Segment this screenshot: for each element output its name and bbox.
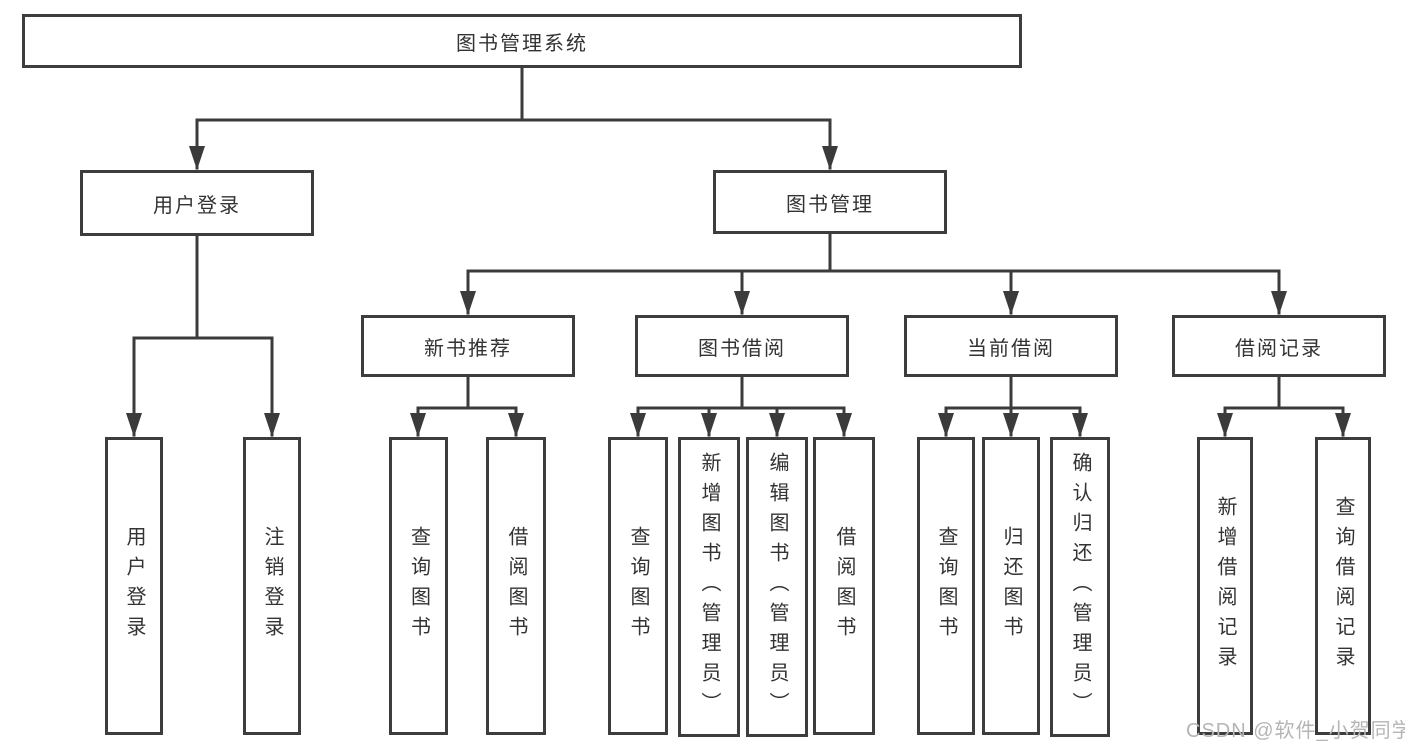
node-root: 图书管理系统 (22, 14, 1022, 68)
leaf-add-borrow-record: 新增借阅记录 (1197, 437, 1253, 735)
node-new-book-recommend: 新书推荐 (361, 315, 575, 377)
connector-mgmt-to-level3 (466, 269, 1281, 315)
leaf-borrow-book-label: 借阅图书 (833, 526, 855, 646)
node-new-book-recommend-label: 新书推荐 (424, 337, 512, 360)
leaf-query-book-current-label: 查询图书 (935, 526, 957, 646)
leaf-borrow-book-recommend: 借阅图书 (486, 437, 546, 735)
leaf-query-book-borrow-label: 查询图书 (627, 526, 649, 646)
leaf-query-book-current: 查询图书 (917, 437, 975, 735)
node-root-label: 图书管理系统 (456, 32, 588, 55)
arrowhead (822, 146, 838, 170)
leaf-query-borrow-record-label: 查询借阅记录 (1332, 496, 1354, 676)
leaf-add-book-admin-label: 新增图书（管理员） (698, 452, 720, 722)
leaf-query-book-borrow: 查询图书 (608, 437, 668, 735)
connector-recommend-to-leaves (416, 406, 518, 437)
csdn-watermark: CSDN @软件_小贺同学 (1186, 720, 1405, 742)
node-book-management: 图书管理 (713, 170, 947, 234)
arrowhead (769, 413, 785, 437)
leaf-edit-book-admin-label: 编辑图书（管理员） (766, 452, 788, 722)
leaf-confirm-return-admin: 确认归还（管理员） (1050, 437, 1110, 737)
arrowhead (734, 291, 750, 315)
arrowhead (1003, 413, 1019, 437)
leaf-user-login: 用户登录 (105, 437, 163, 735)
leaf-return-book-label: 归还图书 (1000, 526, 1022, 646)
node-user-login: 用户登录 (80, 170, 314, 236)
arrowhead (410, 413, 426, 437)
connector-login-to-leaves (132, 336, 274, 437)
arrowhead (264, 413, 280, 437)
node-current-borrow: 当前借阅 (904, 315, 1118, 377)
arrowhead (938, 413, 954, 437)
leaf-add-borrow-record-label: 新增借阅记录 (1214, 496, 1236, 676)
leaf-borrow-book-recommend-label: 借阅图书 (505, 526, 527, 646)
node-book-borrow: 图书借阅 (635, 315, 849, 377)
arrowhead (1335, 413, 1351, 437)
arrowheads (126, 146, 1351, 437)
connector-lines (132, 66, 1345, 437)
arrowhead (630, 413, 646, 437)
arrowhead (701, 413, 717, 437)
leaf-add-book-admin: 新增图书（管理员） (678, 437, 740, 737)
arrowhead (836, 413, 852, 437)
leaf-query-book-recommend: 查询图书 (389, 437, 448, 735)
arrowhead (1217, 413, 1233, 437)
node-borrow-records: 借阅记录 (1172, 315, 1386, 377)
arrowhead (508, 413, 524, 437)
arrowhead (1271, 291, 1287, 315)
arrowhead (1003, 291, 1019, 315)
arrowhead (189, 146, 205, 170)
leaf-borrow-book: 借阅图书 (813, 437, 875, 735)
node-user-login-label: 用户登录 (153, 194, 241, 217)
leaf-return-book: 归还图书 (982, 437, 1040, 735)
leaf-logout-label: 注销登录 (261, 526, 283, 646)
leaf-confirm-return-admin-label: 确认归还（管理员） (1069, 452, 1091, 722)
connector-records-to-leaves (1223, 406, 1345, 437)
node-book-management-label: 图书管理 (786, 193, 874, 216)
arrowhead (1072, 413, 1088, 437)
leaf-logout: 注销登录 (243, 437, 301, 735)
node-current-borrow-label: 当前借阅 (967, 337, 1055, 360)
arrowhead (460, 291, 476, 315)
leaf-user-login-label: 用户登录 (123, 526, 145, 646)
leaf-query-borrow-record: 查询借阅记录 (1315, 437, 1371, 735)
leaf-edit-book-admin: 编辑图书（管理员） (746, 437, 808, 737)
connector-borrow-to-leaves (636, 406, 846, 437)
connector-root-to-level2 (195, 118, 832, 170)
leaf-query-book-recommend-label: 查询图书 (407, 526, 430, 646)
arrowhead (126, 413, 142, 437)
node-borrow-records-label: 借阅记录 (1235, 337, 1323, 360)
node-book-borrow-label: 图书借阅 (698, 337, 786, 360)
